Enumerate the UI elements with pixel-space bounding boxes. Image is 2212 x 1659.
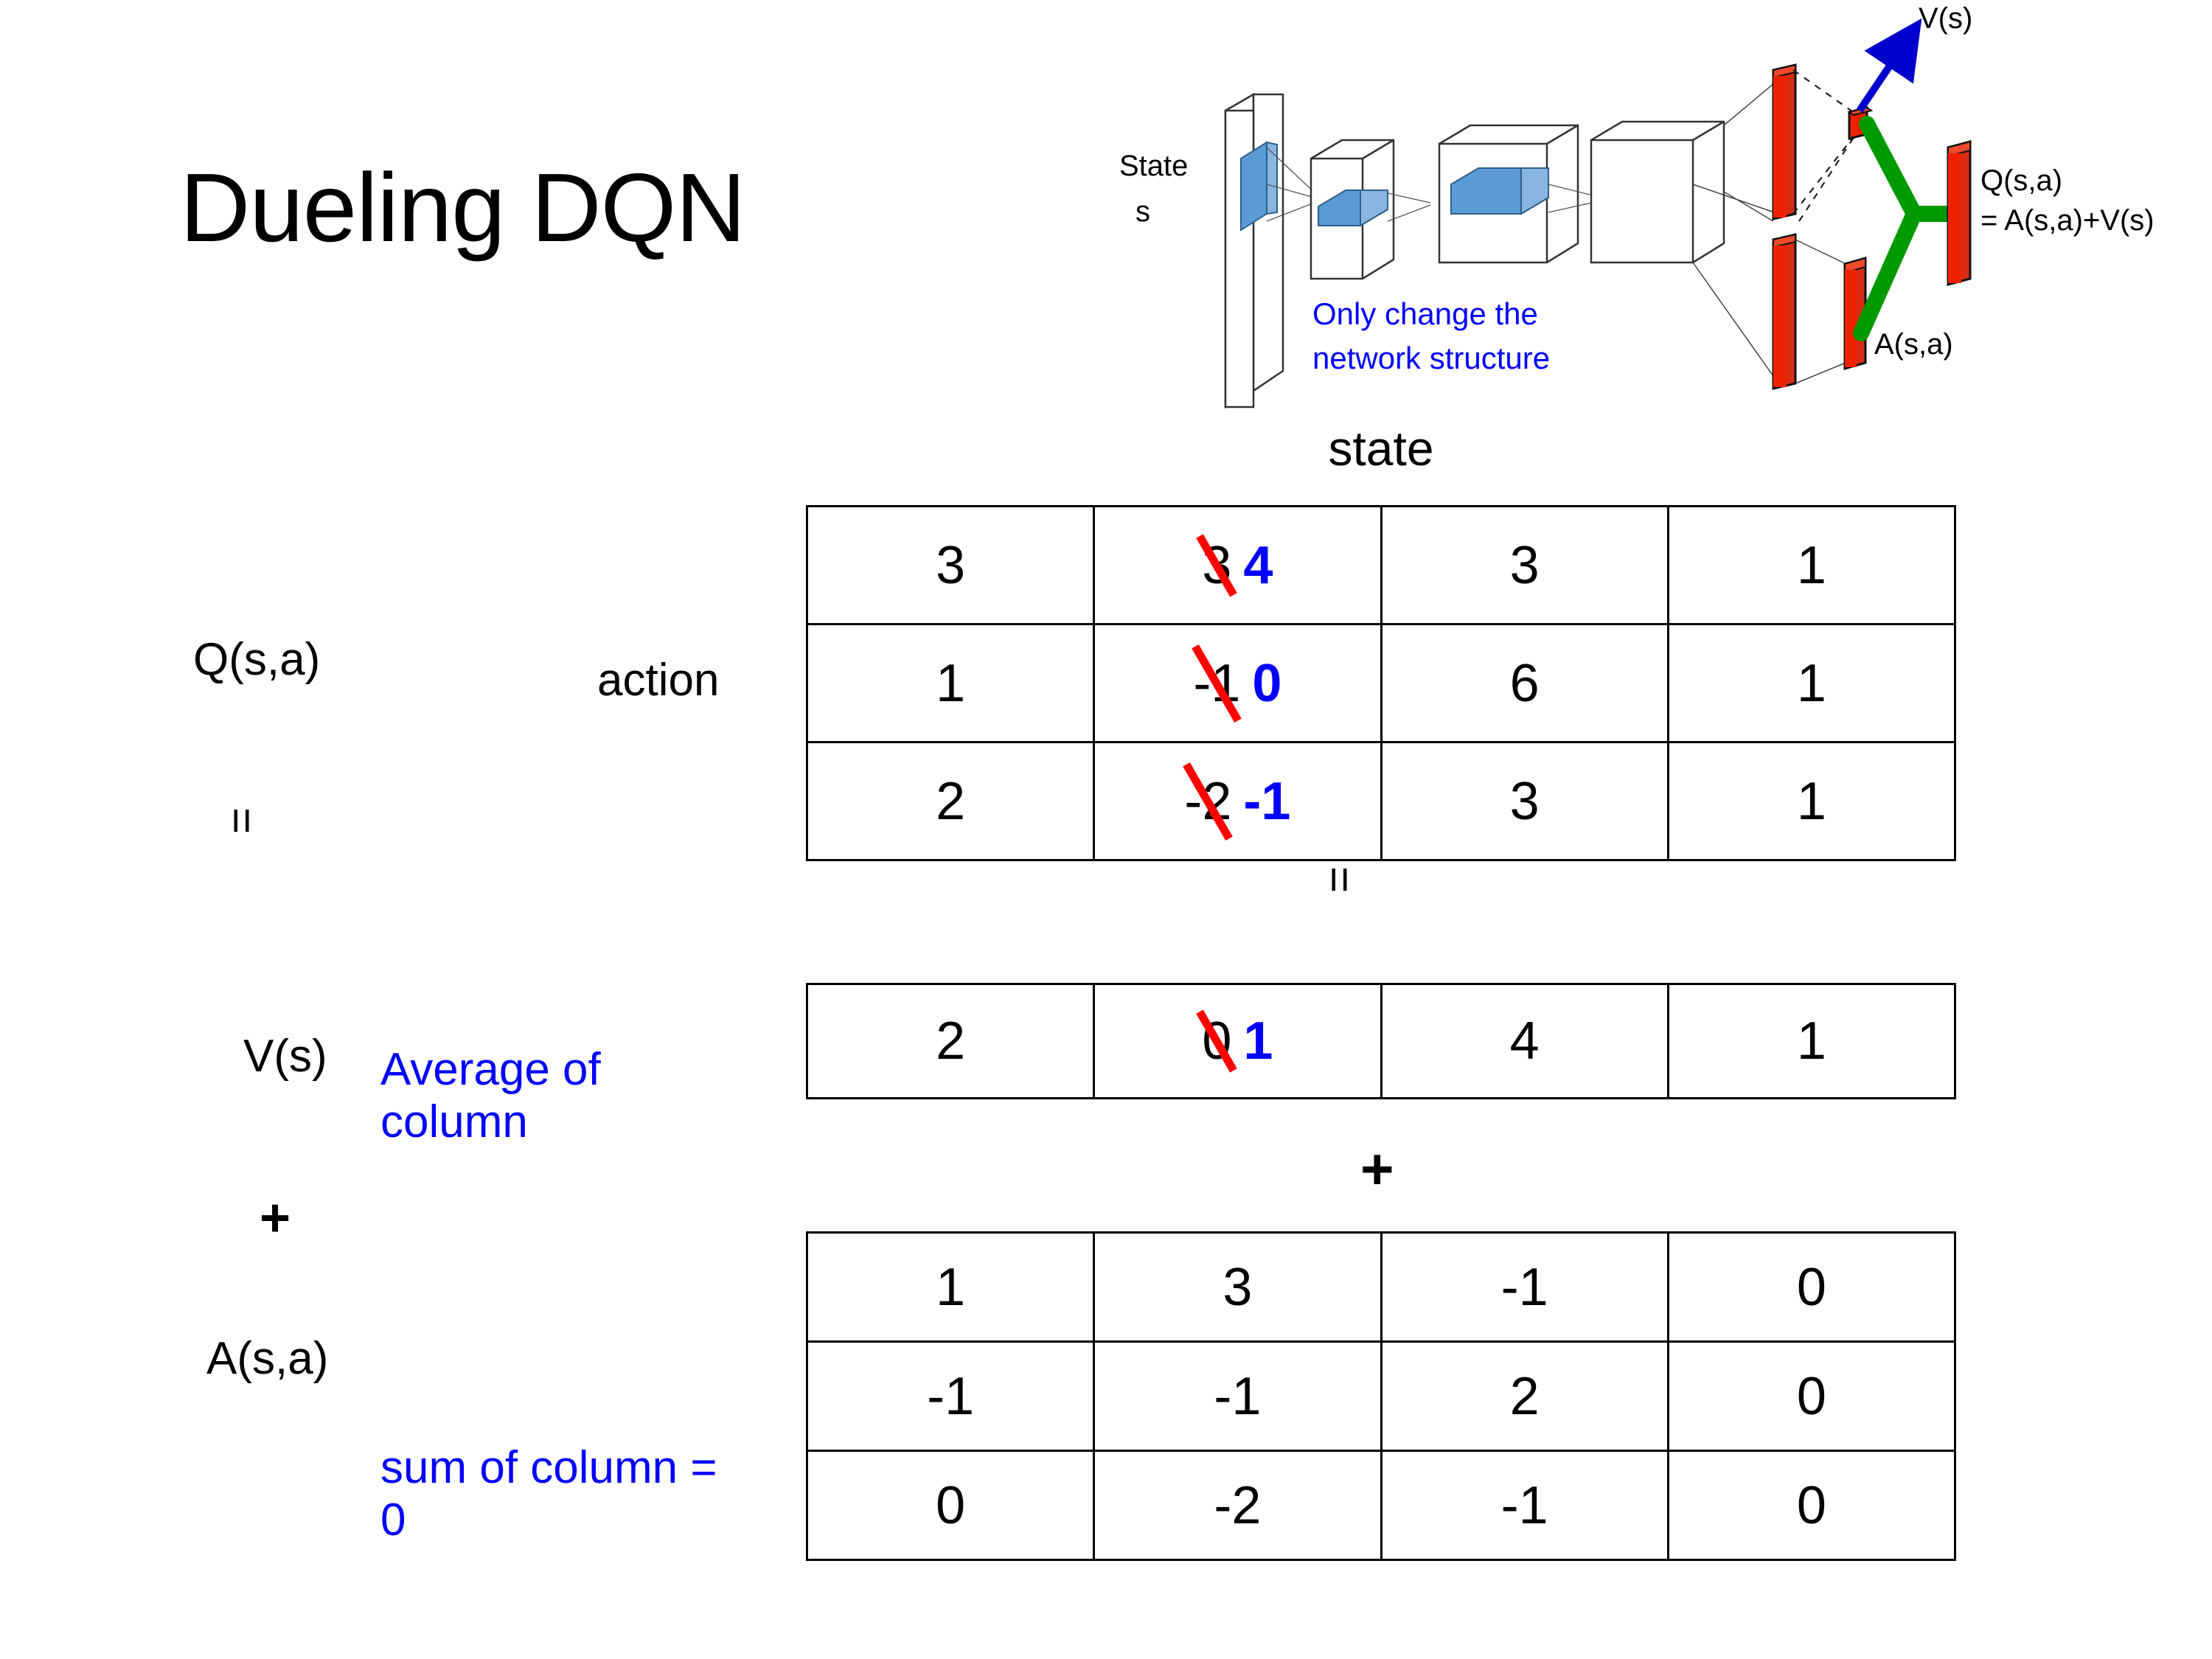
equals-sign-left: =: [216, 807, 267, 835]
a-cell-r2c1: -2: [1093, 1450, 1382, 1561]
diagram-q-label-line1: Q(s,a): [1980, 164, 2062, 197]
table-row: -1 -1 2 0: [805, 1340, 1957, 1452]
state-axis-label: state: [1328, 421, 1434, 476]
cell-value: -1: [1500, 1475, 1548, 1535]
cell-value: 2: [1509, 1366, 1540, 1426]
table-row: 3 3 4 3 1: [805, 505, 1957, 625]
old-value: -1: [1193, 653, 1241, 713]
table-row: 2 0 1 4 1: [805, 983, 1957, 1099]
diagram-a-label: A(s,a): [1874, 328, 1953, 361]
cell-value: -1: [1500, 1257, 1548, 1317]
cell-value: 3: [1222, 1257, 1253, 1317]
cell-value: 2: [936, 771, 966, 831]
q-cell-r0c0: 3: [805, 505, 1096, 625]
diagram-note-line1: Only change the: [1312, 296, 1538, 331]
equals-glyph-left: =: [216, 807, 267, 835]
new-value: 0: [1252, 653, 1282, 713]
a-cell-r0c1: 3: [1093, 1231, 1382, 1343]
cell-value: 3: [936, 535, 966, 595]
q-cell-r2c1: -2 -1: [1093, 741, 1382, 861]
cell-value: 2: [936, 1012, 966, 1071]
old-value: 3: [1202, 535, 1232, 595]
q-cell-r0c2: 3: [1380, 505, 1669, 625]
a-cell-r1c2: 2: [1380, 1340, 1669, 1452]
action-axis-label: action: [597, 655, 720, 706]
dueling-network-diagram: V(s) A(s,a) Q(s,a) = A(s,a)+V(s) State s…: [1106, 0, 2212, 413]
diagram-v-label: V(s): [1919, 2, 1972, 35]
table-row: 2 -2 -1 3 1: [805, 741, 1957, 861]
table-row: 1 -1 0 6 1: [805, 623, 1957, 743]
equals-sign-middle: =: [1313, 866, 1366, 893]
diagram-q-label-line2: = A(s,a)+V(s): [1980, 204, 2154, 237]
cell-value: 1: [936, 653, 966, 713]
diagram-note-line2: network structure: [1312, 341, 1550, 375]
q-function-label: Q(s,a): [193, 634, 321, 685]
old-value: -2: [1184, 771, 1232, 831]
new-value: 4: [1243, 535, 1273, 595]
table-row: 0 -2 -1 0: [805, 1450, 1957, 1561]
a-cell-r0c3: 0: [1666, 1231, 1957, 1343]
plus-sign-middle: +: [1360, 1136, 1394, 1201]
advantage-function-label: A(s,a): [206, 1333, 329, 1384]
cell-value: 3: [1509, 535, 1540, 595]
table-row: 1 3 -1 0: [805, 1231, 1957, 1343]
cell-value: 3: [1509, 771, 1540, 831]
page-title: Dueling DQN: [180, 153, 746, 262]
q-cell-r1c1: -1 0: [1093, 623, 1382, 743]
cell-value: 1: [1796, 1012, 1826, 1071]
q-value-table: 3 3 4 3 1 1 -1 0 6 1 2 -2 -1 3 1: [805, 505, 1957, 861]
a-cell-r1c3: 0: [1666, 1340, 1957, 1452]
new-value: 1: [1243, 1012, 1273, 1071]
average-of-column-note: Average of column: [380, 1044, 601, 1148]
q-cell-r1c3: 1: [1666, 623, 1957, 743]
cell-value: 0: [936, 1475, 966, 1535]
q-cell-r0c3: 1: [1666, 505, 1957, 625]
diagram-state-label-line2: s: [1135, 195, 1150, 228]
cell-value: 6: [1509, 653, 1540, 713]
q-cell-r2c0: 2: [805, 741, 1096, 861]
v-value-table: 2 0 1 4 1: [805, 983, 1957, 1099]
cell-value: 1: [1796, 771, 1826, 831]
cell-value: -2: [1214, 1475, 1262, 1535]
diagram-state-label-line1: State: [1119, 150, 1188, 182]
a-cell-r0c0: 1: [805, 1231, 1096, 1343]
q-cell-r1c0: 1: [805, 623, 1096, 743]
a-cell-r2c0: 0: [805, 1450, 1096, 1561]
cell-value: 1: [1796, 535, 1826, 595]
cell-value: 0: [1796, 1475, 1826, 1535]
sum-of-column-note: sum of column = 0: [380, 1442, 717, 1546]
cell-value: -1: [927, 1366, 975, 1426]
q-cell-r2c2: 3: [1380, 741, 1669, 861]
v-function-label: V(s): [243, 1031, 327, 1082]
cell-value: 1: [1796, 653, 1826, 713]
equals-glyph-middle: =: [1314, 866, 1365, 894]
v-cell-r0c0: 2: [805, 983, 1096, 1099]
v-cell-r0c3: 1: [1666, 983, 1957, 1099]
q-cell-r2c3: 1: [1666, 741, 1957, 861]
a-cell-r1c0: -1: [805, 1340, 1096, 1452]
q-cell-r0c1: 3 4: [1093, 505, 1382, 625]
cell-value: 1: [936, 1257, 966, 1317]
v-cell-r0c1: 0 1: [1093, 983, 1382, 1099]
advantage-value-table: 1 3 -1 0 -1 -1 2 0 0 -2 -1 0: [805, 1231, 1957, 1561]
v-cell-r0c2: 4: [1380, 983, 1669, 1099]
old-value: 0: [1202, 1012, 1232, 1071]
cell-value: 0: [1796, 1366, 1826, 1426]
a-cell-r1c1: -1: [1093, 1340, 1382, 1452]
q-cell-r1c2: 6: [1380, 623, 1669, 743]
a-cell-r0c2: -1: [1380, 1231, 1669, 1343]
a-cell-r2c3: 0: [1666, 1450, 1957, 1561]
cell-value: 4: [1509, 1012, 1540, 1071]
a-cell-r2c2: -1: [1380, 1450, 1669, 1561]
plus-sign-left: +: [260, 1189, 291, 1248]
cell-value: -1: [1214, 1366, 1262, 1426]
new-value: -1: [1243, 771, 1291, 831]
cell-value: 0: [1796, 1257, 1826, 1317]
